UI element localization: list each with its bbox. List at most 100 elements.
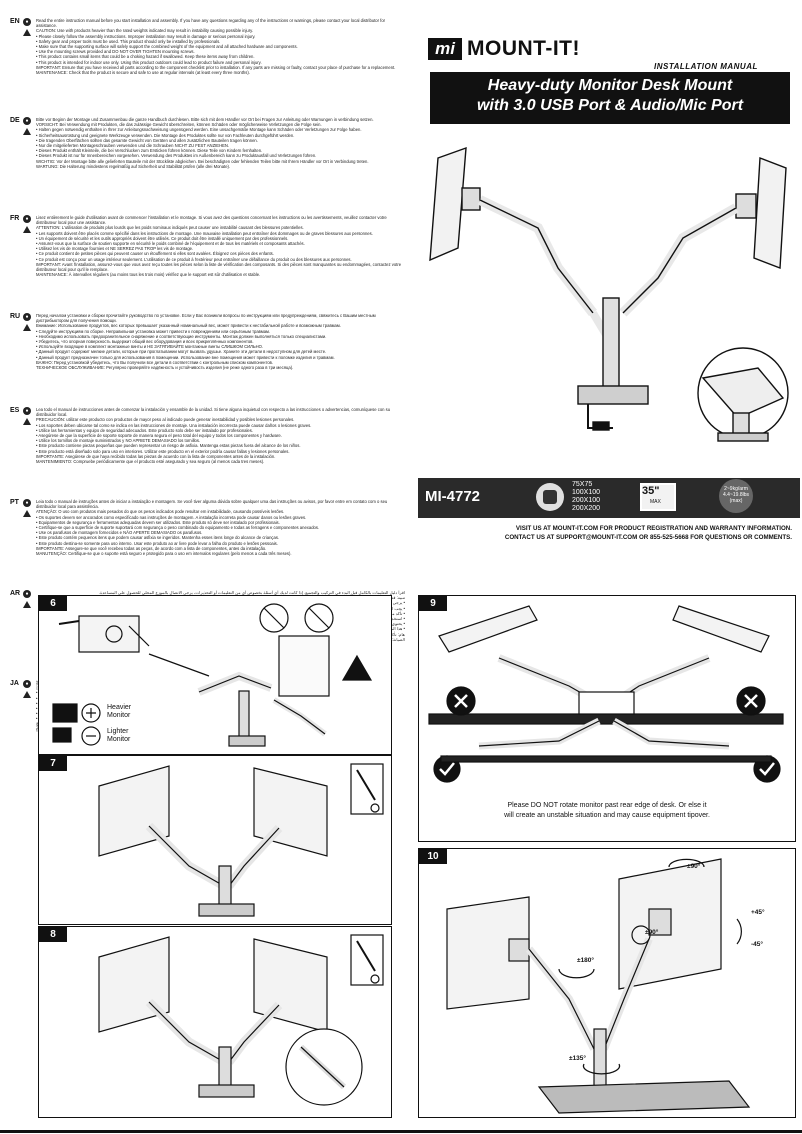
language-line: • Utilisez les vis de montage fournies e…	[36, 246, 194, 252]
language-line: IMPORTANTE: Assegure-se que você recebeu…	[36, 545, 267, 551]
warning-icon	[341, 654, 373, 681]
language-line: • Sicherheitsausrüstung und geeignete We…	[36, 132, 295, 138]
warning-icon	[23, 128, 31, 135]
language-line: • Ce produit est conçu pour un usage int…	[36, 256, 352, 262]
language-line: • Utilice los tornillos de montaje sumin…	[36, 438, 201, 444]
left-monitor-panel	[429, 146, 467, 262]
language-line: ВАЖНО: Перед установкой убедитесь, что В…	[36, 359, 274, 365]
language-block-pt: PT●Leia todo o manual de instruções ante…	[10, 499, 405, 587]
language-paragraph: Lea todo el manual de instrucciones ante…	[36, 407, 405, 464]
language-code: RU	[10, 313, 21, 320]
heavier-monitor-icon	[52, 703, 78, 723]
language-line: • Asegúrese de que la superficie de sopo…	[36, 433, 282, 439]
info-icon: ●	[23, 18, 31, 26]
language-line: VORSICHT: Bei Verwendung mit Produkten, …	[36, 122, 322, 128]
language-paragraph: Leia todo o manual de instruções antes d…	[36, 499, 405, 556]
language-line: ATTENTION: L'utilisation de produits plu…	[36, 225, 304, 231]
vesa-size: 75X75	[572, 481, 593, 488]
step-number: 9	[419, 596, 447, 611]
rotation-warning: Please DO NOT rotate monitor past rear e…	[423, 801, 791, 821]
clamp-knob	[592, 421, 610, 431]
language-line: • Убедитесь, что опорная поверхность выд…	[36, 339, 254, 345]
info-icon: ●	[23, 680, 31, 688]
weight-capacity-icon: 2~9kg/arm 4.4~19.8lbs (max)	[719, 479, 753, 513]
desk-clamp-base	[577, 385, 649, 405]
right-vesa-plate	[735, 193, 757, 219]
warning-icon	[23, 29, 31, 36]
language-line: • Este producto está diseñado solo para …	[36, 448, 290, 454]
left-monitor-panel	[446, 896, 530, 1010]
right-arm-upper	[619, 203, 739, 317]
language-line: • Dieses Produkt ist nur für Innenbereic…	[36, 153, 317, 159]
language-line: • Os suportes devem ser ancorados como e…	[36, 514, 307, 520]
language-line: • Use os parafusos de montagem fornecido…	[36, 530, 203, 536]
tilt-down-angle: -45°	[751, 941, 763, 948]
language-line: Перед началом установки и сборки прочита…	[36, 313, 376, 324]
info-icon: ●	[23, 215, 31, 223]
language-line: • Este produto contém pequenos itens que…	[36, 535, 280, 541]
prohibited-icon	[259, 603, 289, 633]
language-paragraph: Перед началом установки и сборки прочита…	[36, 313, 405, 370]
warning-icon	[23, 601, 31, 608]
vesa-size: 200X200	[572, 505, 601, 512]
tilt-arrow	[736, 918, 742, 945]
language-line: IMPORTANT: Ensure that you have received…	[36, 64, 396, 70]
language-line: Leia todo o manual de instruções antes d…	[36, 499, 388, 510]
step-8-panel: 8	[38, 926, 392, 1118]
language-line: IMPORTANT: Avant l'installation, assurez…	[36, 261, 402, 273]
info-icon: ●	[23, 117, 31, 125]
brand-logo-mark: mi	[428, 38, 462, 60]
language-line: • This product is intended for indoor us…	[36, 59, 262, 65]
product-title-line2: with 3.0 USB Port & Audio/Mic Port	[476, 97, 744, 114]
language-line: • Este produto destina-se somente para u…	[36, 540, 278, 546]
language-line: • Используйте входящие в комплект монтаж…	[36, 344, 264, 350]
language-paragraph: Read the entire instruction manual befor…	[36, 18, 405, 75]
language-line: • Certifique-se que a superfície de supo…	[36, 525, 320, 531]
weight-line: 2~9kg/arm	[724, 486, 748, 492]
step-9-panel: 9 Please DO NOT rotate	[418, 595, 796, 842]
tilt-up-angle: +45°	[751, 909, 765, 916]
warning-icon	[23, 226, 31, 233]
left-vesa-plate	[461, 187, 481, 211]
step-8-illustration	[98, 934, 384, 1106]
language-line: ATENÇÃO: O uso com produtos mais pesados…	[36, 509, 285, 515]
left-monitor-panel	[98, 765, 170, 857]
language-line: • Los soportes deben ubicarse tal como s…	[36, 422, 312, 428]
vesa-size: 100X100	[572, 489, 601, 496]
language-line: • Un équipement de sécurité et les outil…	[36, 235, 289, 241]
lighter-monitor-icon	[52, 727, 72, 743]
rotation-arrow-90-top	[668, 858, 705, 868]
step-9-illustration	[428, 605, 784, 783]
language-block-ru: RU●Перед началом установки и сборки проч…	[10, 313, 405, 403]
manual-label: INSTALLATION MANUAL	[654, 62, 758, 71]
lighter-monitor-label: Lighter Monitor	[107, 728, 131, 743]
language-block-de: DE● Bitte vor Beginn der Montage und Zusa…	[10, 117, 405, 212]
language-code: JA	[10, 680, 19, 687]
language-paragraph: Bitte vor Beginn der Montage und Zusamme…	[36, 117, 405, 169]
warning-icon	[23, 691, 31, 698]
info-icon: ●	[23, 590, 31, 598]
step-number: 8	[39, 927, 67, 942]
language-line: • Equipamentos de segurança e ferramenta…	[36, 519, 280, 525]
language-line: WICHTIG: Vor der Montage bitte alle geli…	[36, 158, 369, 164]
step-7-illustration	[98, 763, 384, 917]
language-line: MANUTENÇÃO: Certifique-se que o suporte …	[36, 551, 292, 557]
contact-line: CONTACT US AT SUPPORT@MOUNT-IT.COM OR 85…	[504, 534, 792, 541]
arm-swivel-angle: ±180°	[577, 957, 595, 964]
step-number: 6	[39, 596, 67, 611]
desk-edge	[428, 713, 784, 725]
language-code: AR	[10, 590, 21, 597]
language-line: • Die tragenden Oberflächen sollten das …	[36, 137, 258, 143]
language-code: ES	[10, 407, 20, 414]
language-line: WARTUNG: Die Halterung mindestens regelm…	[36, 163, 231, 169]
step-7-panel: 7	[38, 755, 392, 925]
language-line: IMPORTANTE: Asegúrese de que haya recibi…	[36, 453, 276, 459]
language-line: Внимание: Использование продуктов, вес к…	[36, 323, 341, 329]
language-code: DE	[10, 117, 20, 124]
language-line: • Необходимо использовать предохранитель…	[36, 333, 327, 339]
language-line: • Please closely follow the assembly ins…	[36, 33, 256, 39]
language-line: • Safety gear and proper tools must be u…	[36, 38, 221, 44]
language-line: • Nur die mitgelieferten Montageschraube…	[36, 143, 230, 149]
screen-size-icon	[640, 483, 676, 511]
language-line: • Make sure that the supporting surface …	[36, 44, 298, 50]
